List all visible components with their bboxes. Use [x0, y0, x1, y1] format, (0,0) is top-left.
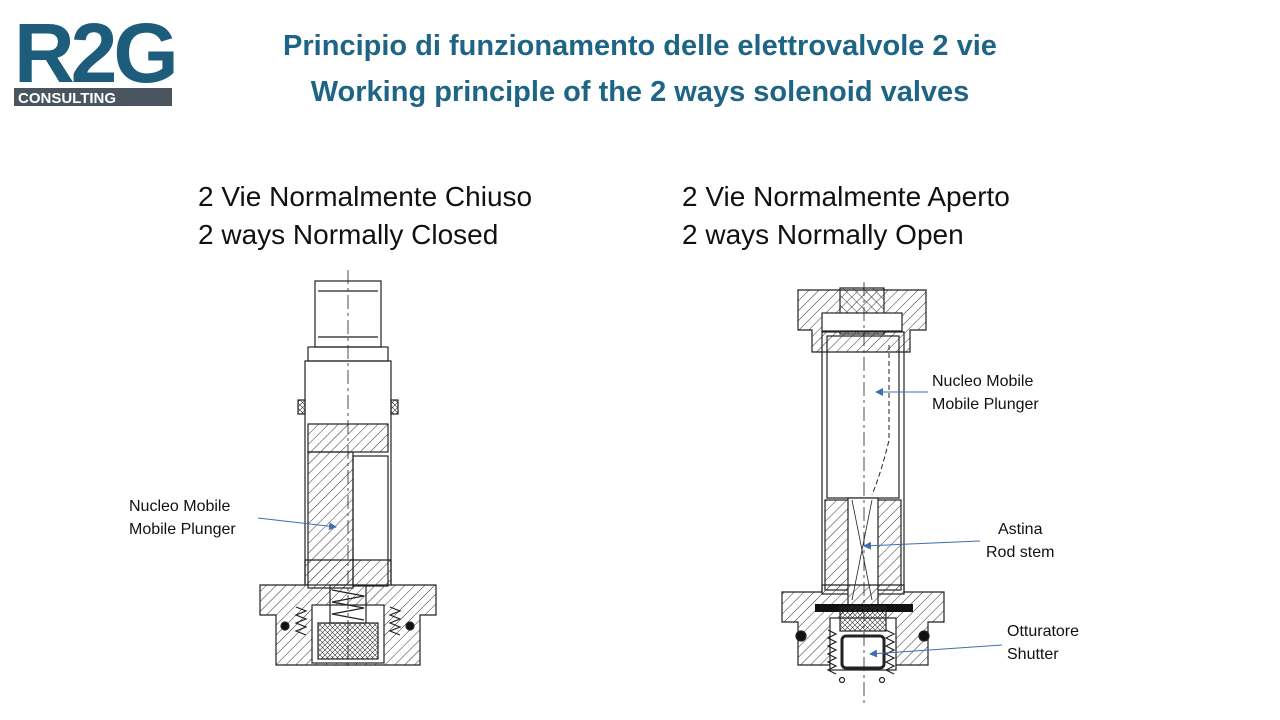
- no-plunger-label-italian: Nucleo Mobile: [932, 373, 1034, 390]
- no-o-ring-right: [918, 630, 930, 642]
- left-heading-english: 2 ways Normally Closed: [198, 219, 499, 250]
- normally-open-valve: [781, 282, 945, 705]
- nc-plunger-label: Nucleo Mobile Mobile Plunger: [129, 495, 236, 541]
- nc-plunger-arrow: [257, 517, 337, 531]
- logo-tagline-bar: [14, 88, 172, 106]
- no-rod-label-english: Rod stem: [986, 544, 1055, 561]
- nc-o-ring-right: [405, 621, 415, 631]
- right-heading-english: 2 ways Normally Open: [682, 219, 964, 250]
- no-rod-label: Astina Rod stem: [986, 518, 1054, 564]
- right-heading-italian: 2 Vie Normalmente Aperto: [682, 181, 1010, 212]
- no-shutter: [839, 606, 887, 632]
- no-shutter-cup: [840, 634, 886, 670]
- no-rod-arrow: [863, 540, 981, 550]
- no-shutter-label-english: Shutter: [1007, 646, 1059, 663]
- right-heading: 2 Vie Normalmente Aperto 2 ways Normally…: [682, 178, 1010, 254]
- no-rod-label-italian: Astina: [998, 521, 1043, 538]
- logo-mark: R2G: [14, 10, 174, 100]
- left-heading: 2 Vie Normalmente Chiuso 2 ways Normally…: [198, 178, 532, 254]
- no-plunger-label-english: Mobile Plunger: [932, 396, 1039, 413]
- nc-plunger-label-english: Mobile Plunger: [129, 521, 236, 538]
- left-heading-italian: 2 Vie Normalmente Chiuso: [198, 181, 533, 212]
- no-shutter-label-italian: Otturatore: [1007, 623, 1080, 640]
- no-shutter-arrow: [869, 644, 1003, 658]
- page-title-english: Working principle of the 2 ways solenoid…: [310, 76, 970, 108]
- nc-o-ring-left: [280, 621, 290, 631]
- logo-tagline: CONSULTING: [18, 90, 116, 107]
- r2g-consulting-logo: R2G CONSULTING: [14, 10, 174, 107]
- normally-closed-valve: [259, 270, 437, 668]
- no-o-ring-left: [795, 630, 807, 642]
- nc-plunger-label-italian: Nucleo Mobile: [129, 498, 231, 515]
- no-plunger-label: Nucleo Mobile Mobile Plunger: [932, 370, 1039, 416]
- no-shutter-label: Otturatore Shutter: [1007, 620, 1079, 666]
- no-mobile-plunger: [826, 335, 900, 499]
- page-title-italian: Principio di funzionamento delle elettro…: [283, 30, 997, 62]
